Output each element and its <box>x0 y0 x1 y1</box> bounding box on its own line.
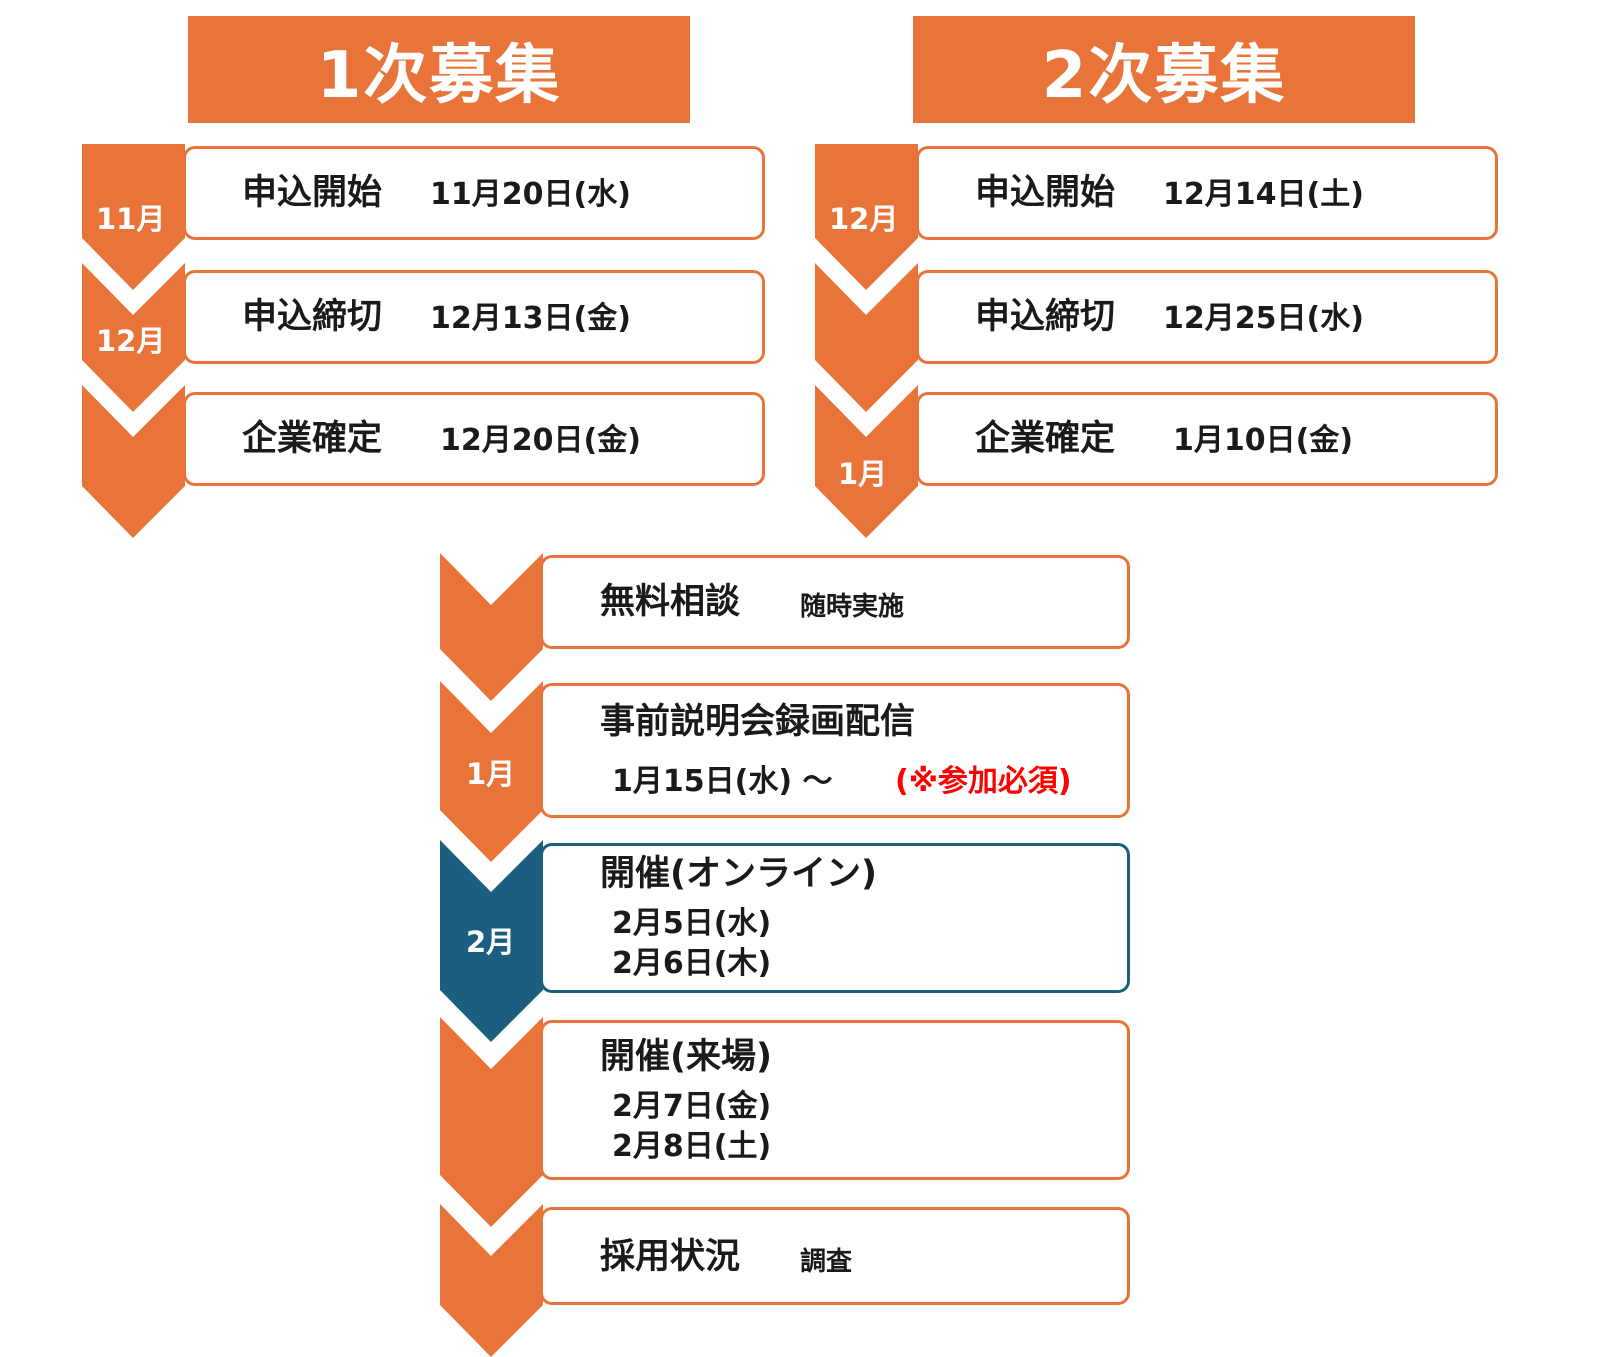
common-chevron-1 <box>440 553 543 701</box>
step-label: 開催(オンライン) <box>600 854 877 894</box>
common-chevron-2 <box>440 681 543 862</box>
round2-chevron-3 <box>815 385 918 538</box>
common-step-box <box>540 683 1130 818</box>
step-label: 申込締切 <box>242 297 383 337</box>
step-date: 11月20日(水) <box>430 177 631 212</box>
month-label: 1月 <box>838 457 888 491</box>
step-date: 12月14日(土) <box>1163 177 1364 212</box>
common-step-box-highlight <box>540 843 1130 993</box>
step-date: 12月20日(金) <box>440 423 641 458</box>
step-label: 開催(来場) <box>600 1037 772 1077</box>
round1-title: 1次募集 <box>316 38 562 113</box>
month-label: 12月 <box>829 202 899 236</box>
round2-step-box <box>916 146 1498 240</box>
step-date: 2月8日(土) <box>612 1129 772 1164</box>
step-label: 企業確定 <box>242 419 383 459</box>
round1-chevron-2 <box>82 263 185 412</box>
round1-step-box <box>183 270 765 364</box>
required-note: (※参加必須) <box>895 764 1072 799</box>
common-step-box <box>540 1207 1130 1305</box>
month-label: 12月 <box>96 324 166 358</box>
round1-header: 1次募集 <box>188 16 690 123</box>
step-date: 1月15日(水) ～ <box>612 764 833 799</box>
round1-step-box <box>183 146 765 240</box>
round2-chevron-2 <box>815 263 918 412</box>
step-date: 12月25日(水) <box>1163 301 1364 336</box>
round2-step-box <box>916 392 1498 486</box>
round2-step-box <box>916 270 1498 364</box>
common-chevron-5 <box>440 1204 543 1357</box>
round1-chevron-3 <box>82 385 185 538</box>
round2-title: 2次募集 <box>1041 38 1287 113</box>
month-label: 1月 <box>466 757 516 791</box>
common-chevron-4 <box>440 1017 543 1227</box>
month-label: 2月 <box>466 925 516 959</box>
common-step-box <box>540 1020 1130 1180</box>
step-date: 1月10日(金) <box>1173 423 1354 458</box>
step-date: 2月7日(金) <box>612 1089 772 1124</box>
step-label: 無料相談 <box>600 582 741 622</box>
step-label: 事前説明会録画配信 <box>600 702 916 742</box>
common-chevron-3 <box>440 840 543 1042</box>
common-step-box <box>540 555 1130 649</box>
round2-chevron-1 <box>815 144 918 290</box>
step-label: 企業確定 <box>975 419 1116 459</box>
round2-header: 2次募集 <box>913 16 1415 123</box>
step-label: 申込締切 <box>975 297 1116 337</box>
step-date: 2月6日(木) <box>612 946 772 981</box>
step-note: 随時実施 <box>800 592 905 622</box>
step-label: 申込開始 <box>242 173 383 213</box>
round1-chevron-1 <box>82 144 185 290</box>
month-label: 11月 <box>96 202 166 236</box>
round1-step-box <box>183 392 765 486</box>
step-date: 2月5日(水) <box>612 906 772 941</box>
step-label: 申込開始 <box>975 173 1116 213</box>
step-date: 12月13日(金) <box>430 301 631 336</box>
step-note: 調査 <box>800 1247 853 1277</box>
step-label: 採用状況 <box>600 1237 741 1277</box>
